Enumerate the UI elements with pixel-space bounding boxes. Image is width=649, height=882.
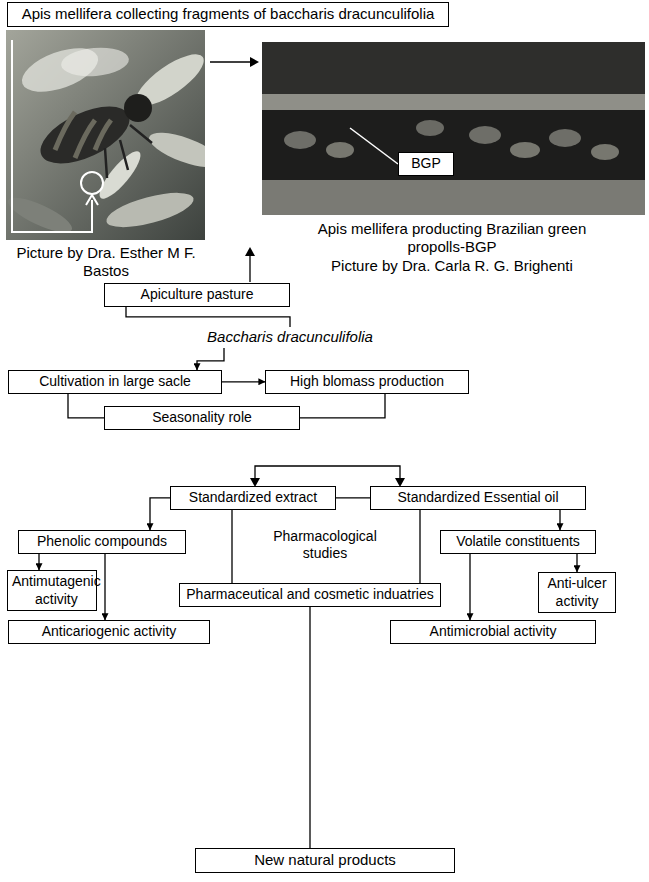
activity-box: Anticariogenic activity <box>8 620 210 644</box>
node-text: Baccharis dracunculifolia <box>207 328 373 347</box>
product-box: Standardized Essential oil <box>370 486 586 510</box>
node-text: Anti-ulcer activity <box>543 575 611 610</box>
node-text: Cultivation in large sacle <box>39 373 191 391</box>
pasture-arrowhead <box>245 247 255 256</box>
pasture-arrow <box>249 254 250 282</box>
plant-name: Baccharis dracunculifolia <box>204 327 376 348</box>
connector <box>197 348 224 370</box>
node-text: Apiculture pasture <box>141 286 254 304</box>
node-text: Antimutagenic activity <box>12 573 101 608</box>
photo-caption: Apis mellifera producting Brazilian gree… <box>312 220 592 256</box>
node-text: High blomass production <box>290 373 444 391</box>
activity-box: Antimicrobial activity <box>390 620 596 644</box>
connector <box>38 554 39 571</box>
node-text: Phenolic compounds <box>37 533 167 551</box>
outcome-box: New natural products <box>195 848 455 873</box>
node-text: BGP <box>411 155 441 173</box>
connector <box>104 554 105 621</box>
compound-box: Phenolic compounds <box>18 530 186 554</box>
node-text: Pharmaceutical and cosmetic induatries <box>186 586 433 604</box>
connector <box>419 510 420 584</box>
activity-box: Anti-ulcer activity <box>538 572 616 613</box>
node-text: Volatile constituents <box>456 533 580 551</box>
connector <box>469 554 470 621</box>
compound-box: Volatile constituents <box>440 530 596 554</box>
industry-box: Pharmaceutical and cosmetic induatries <box>179 583 440 607</box>
hive-photo <box>262 42 645 215</box>
connector <box>576 554 577 573</box>
process-box: Apiculture pasture <box>104 283 290 307</box>
connector <box>150 498 170 530</box>
connector <box>222 381 265 382</box>
photo-arrowhead <box>250 57 259 67</box>
node-text: Standardized extract <box>189 489 317 507</box>
activity-box: Antimutagenic activity <box>7 570 97 611</box>
process-box: High blomass production <box>265 370 469 394</box>
node-text: New natural products <box>254 851 396 870</box>
connector <box>231 510 232 584</box>
photo-credit: Picture by Dra. Carla R. G. Brighenti <box>302 257 602 275</box>
connector <box>126 307 290 328</box>
connector <box>309 607 310 849</box>
title-box: Apis mellifera collecting fragments of b… <box>7 2 449 27</box>
node-text: Standardized Essential oil <box>397 489 558 507</box>
bracket <box>255 466 400 482</box>
bee-photo <box>6 30 205 240</box>
process-box: Cultivation in large sacle <box>8 370 222 394</box>
product-box: Standardized extract <box>170 486 336 510</box>
node-text: Apis mellifera collecting fragments of b… <box>22 5 435 24</box>
process-box: Seasonality role <box>104 406 300 430</box>
connector <box>68 394 104 418</box>
connector <box>300 394 385 418</box>
node-text: Anticariogenic activity <box>42 623 177 641</box>
connector <box>559 510 560 531</box>
photo-arrow <box>210 61 252 63</box>
node-text: Antimicrobial activity <box>430 623 557 641</box>
center-label: Pharmacological studies <box>250 528 400 562</box>
connector <box>336 497 370 498</box>
callout-box: BGP <box>398 152 454 176</box>
photo-credit: Picture by Dra. Esther M F. Bastos <box>6 244 206 280</box>
node-text: Seasonality role <box>152 409 252 427</box>
